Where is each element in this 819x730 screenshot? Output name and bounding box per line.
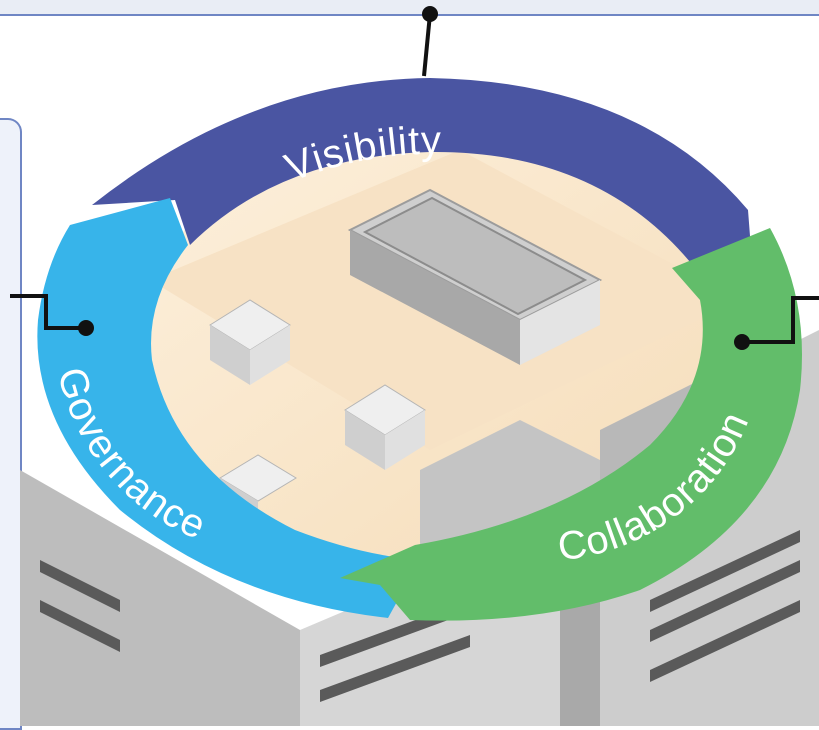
governance-segment <box>37 198 421 618</box>
left-connector-dot <box>78 320 94 336</box>
right-connector <box>742 296 819 344</box>
lifecycle-ring <box>37 78 802 621</box>
vent-units <box>209 299 426 540</box>
top-connector-dot <box>422 6 438 22</box>
left-connector <box>10 294 86 330</box>
right-connector-dot <box>734 334 750 350</box>
collaboration-segment <box>340 228 802 621</box>
top-frame-border <box>0 0 819 16</box>
visibility-segment <box>92 78 752 268</box>
connectors <box>10 13 819 344</box>
top-connector <box>422 13 432 77</box>
